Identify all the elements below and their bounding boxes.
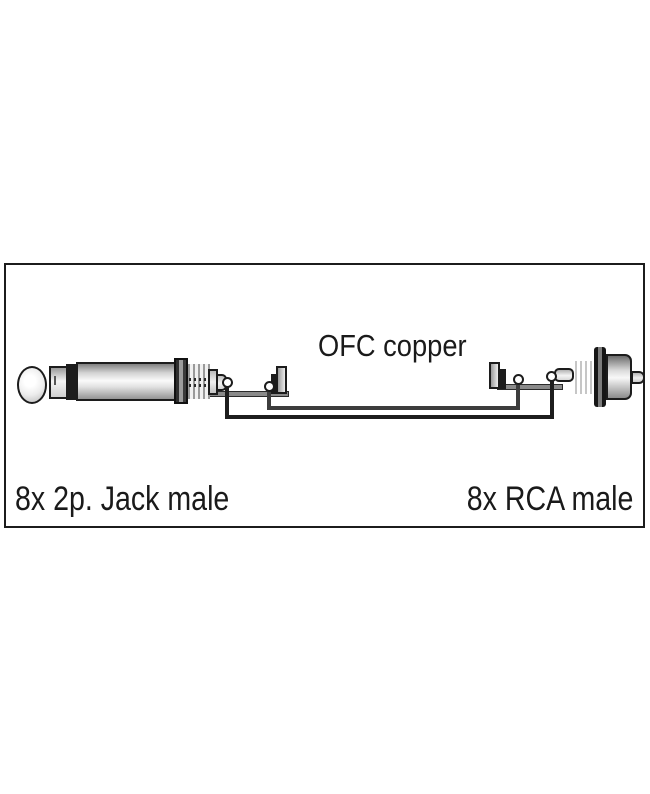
rca-body: [606, 354, 632, 400]
left-connector-label: 8x 2p. Jack male: [15, 480, 230, 518]
jack-collar-tick: [54, 376, 56, 385]
signal-wire-right-rise: [550, 378, 554, 419]
jack-barrel: [76, 362, 176, 401]
right-lug-plate: [489, 362, 500, 389]
signal-wire-run: [225, 415, 554, 419]
jack-flange: [174, 358, 188, 404]
shield-wire-run: [267, 406, 520, 410]
rca-center-tip: [554, 368, 574, 382]
cable-material-label: OFC copper: [318, 328, 467, 363]
jack-strain-relief-spring: [188, 364, 210, 399]
jack-black-band: [66, 364, 78, 400]
jack-spring-stitch-top: [189, 378, 209, 381]
jack-tip-solder-ring: [222, 377, 233, 388]
shield-wire-left-drop: [267, 388, 271, 410]
right-connector-label: 8x RCA male: [466, 480, 633, 518]
signal-wire-left-drop: [225, 384, 229, 419]
rca-strain-relief-spring: [575, 361, 594, 394]
shield-wire-right-rise: [516, 382, 520, 410]
right-ring-terminal: [513, 374, 524, 385]
rca-rear-pin: [631, 371, 645, 384]
left-ring-terminal: [264, 381, 275, 392]
jack-tip-dome: [17, 366, 47, 404]
right-lug-step: [499, 369, 506, 389]
rca-tip-solder-ring: [546, 371, 557, 382]
jack-spring-stitch-bottom: [189, 384, 209, 387]
rca-flange-plate: [594, 347, 606, 407]
left-lug-plate: [276, 366, 287, 394]
